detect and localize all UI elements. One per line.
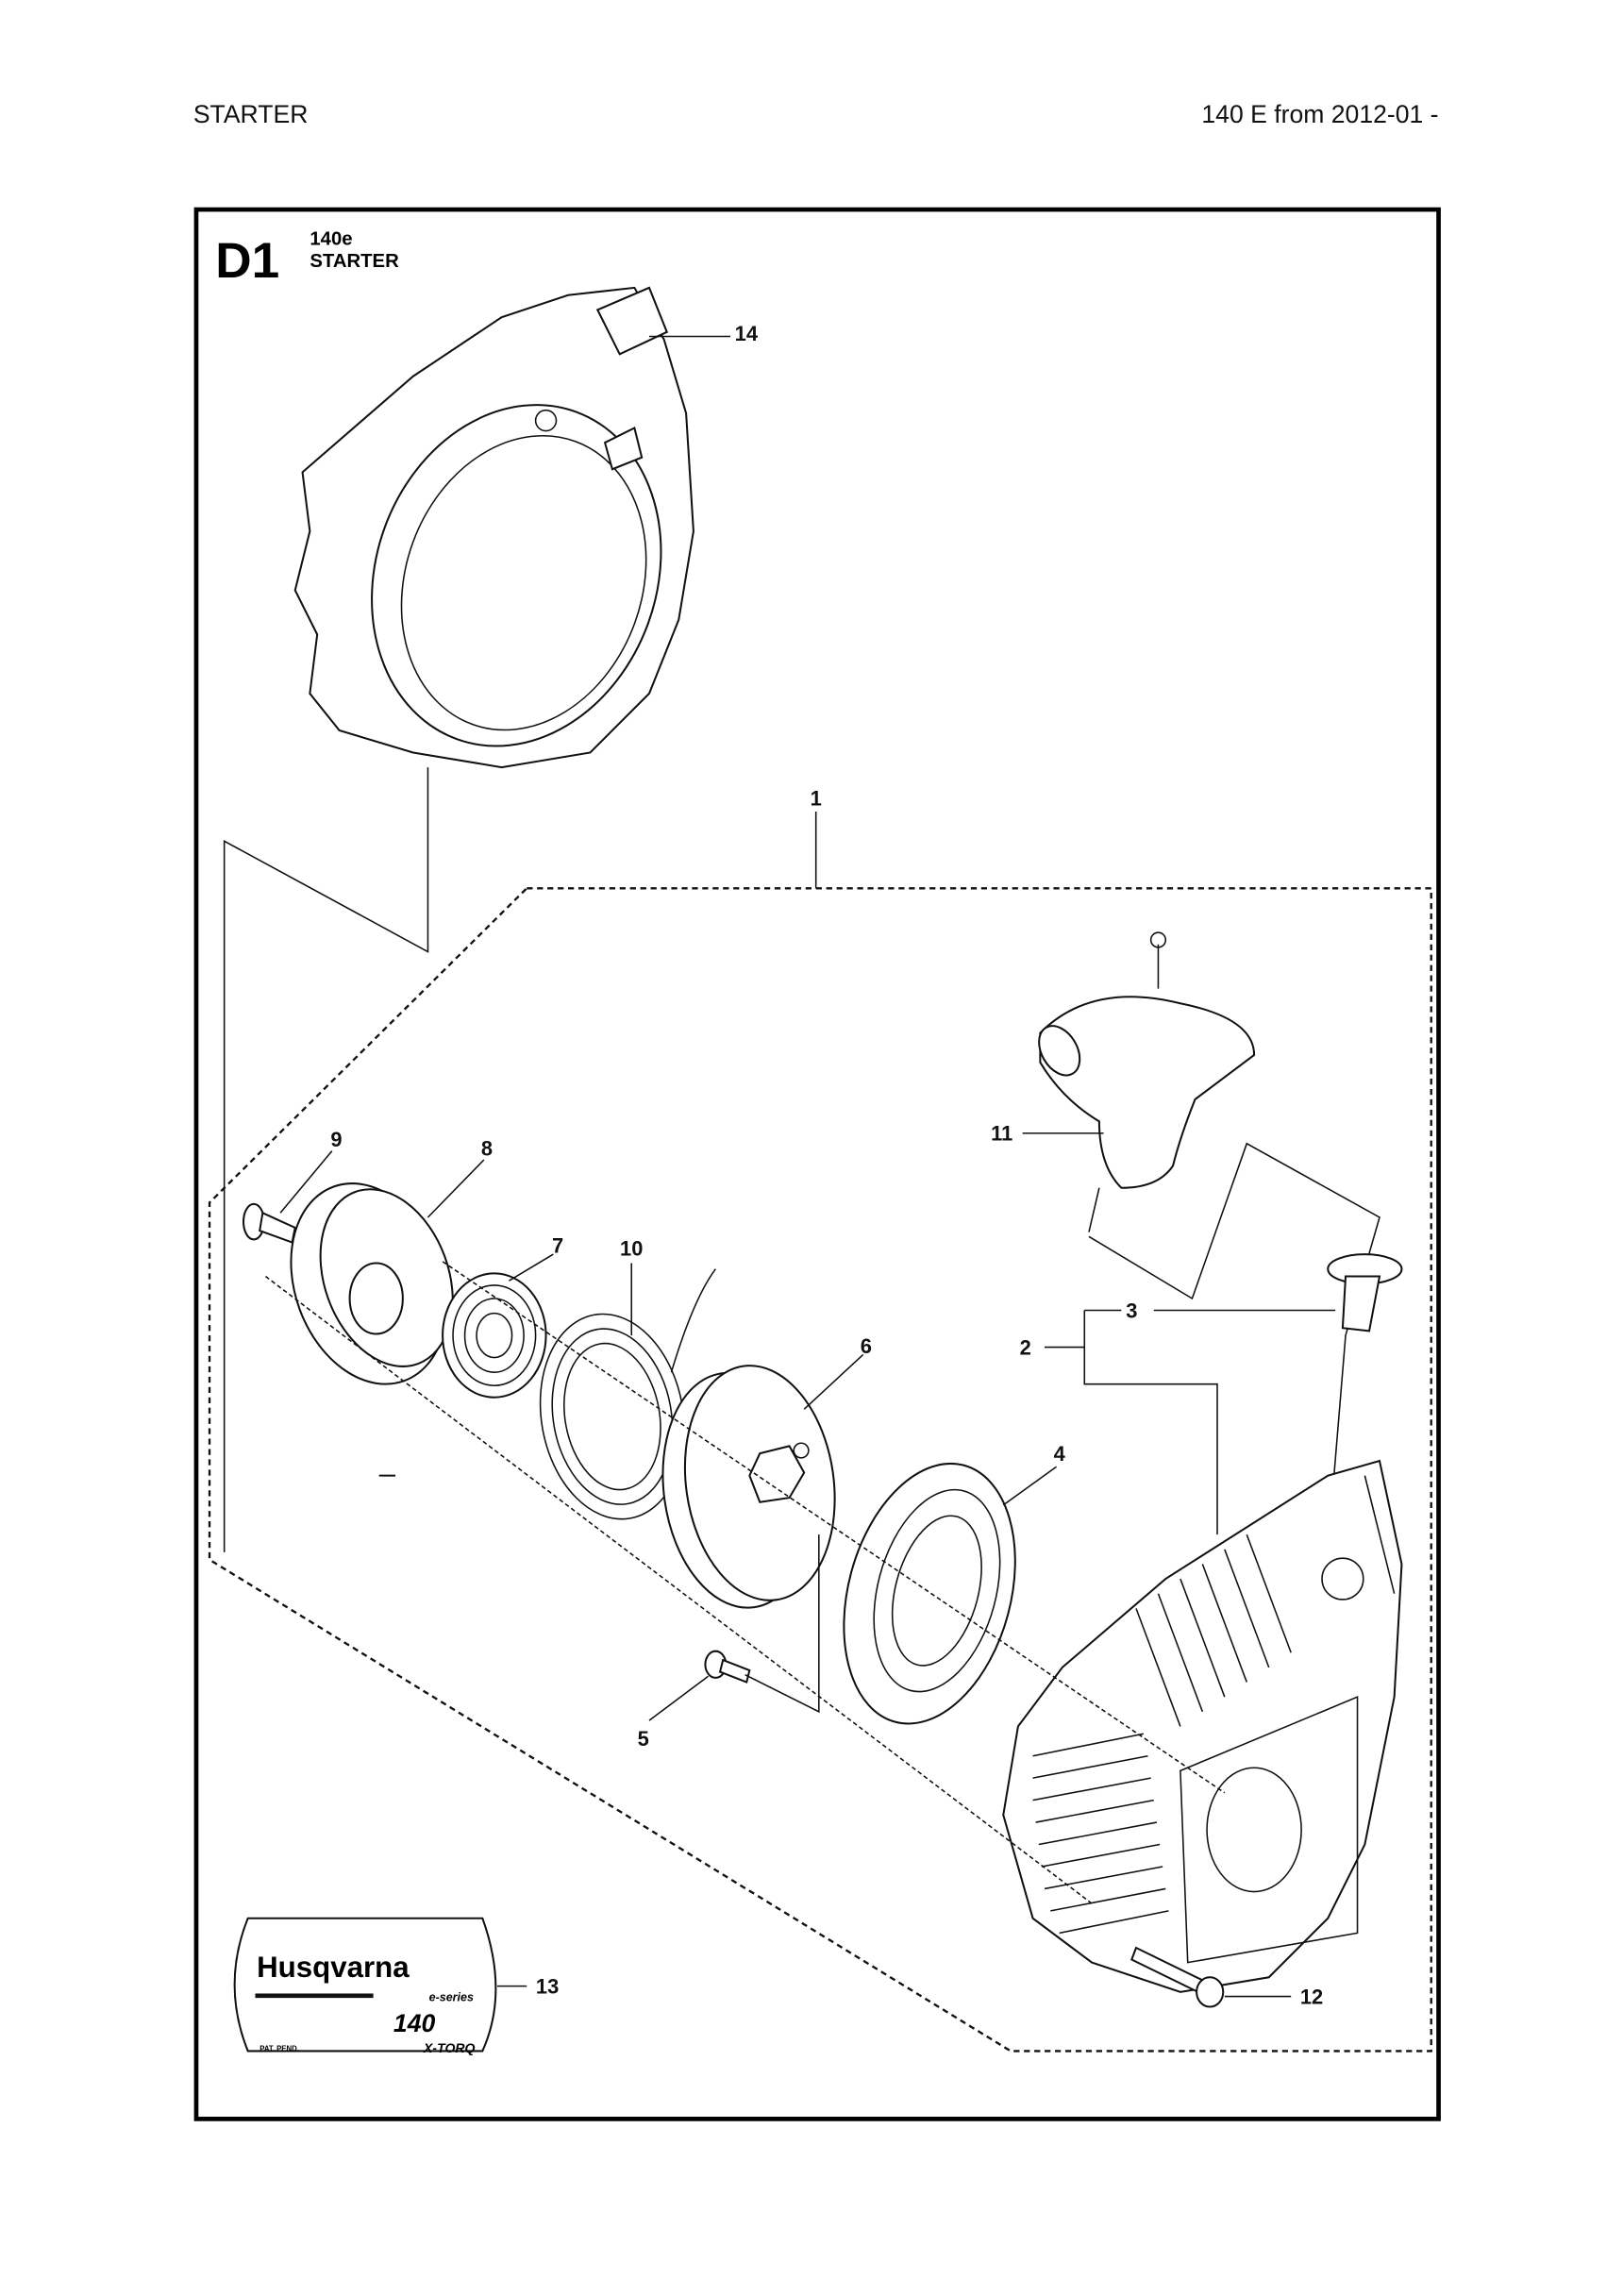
leader-4: [1002, 1466, 1058, 1506]
header-section-title: STARTER: [193, 100, 309, 128]
diagram-frame: [193, 207, 1441, 2121]
leader-8: [427, 1159, 485, 1218]
decal-series: e-series: [429, 1990, 474, 2003]
part-12-screw: [1130, 1946, 1225, 2008]
callout-13: 13: [536, 1974, 559, 1998]
leader-9: [279, 1150, 333, 1214]
part-6-pulley: [661, 1365, 836, 1609]
decal-patent: PAT. PEND.: [259, 2044, 299, 2053]
decal-engine: X-TORQ: [423, 2040, 475, 2055]
callout-11: 11: [991, 1122, 1012, 1146]
part-8-cup: [290, 1182, 454, 1385]
part-14-shroud: [293, 286, 694, 769]
callout-1: 1: [811, 787, 822, 811]
callout-6: 6: [861, 1334, 872, 1358]
callout-10: 10: [620, 1237, 643, 1261]
assembly-axis-lines: [264, 1261, 1226, 1904]
header-model-range: 140 E from 2012-01 -: [1201, 100, 1438, 128]
decal-brand: Husqvarna: [257, 1951, 410, 1984]
part-9-screw: [242, 1202, 296, 1244]
decal-model: 140: [393, 2009, 436, 2037]
diagram-model: 140e: [310, 229, 352, 250]
diagram-code: D1: [215, 233, 279, 289]
part-7-spring: [442, 1272, 547, 1399]
cord-route-line: [1088, 1142, 1380, 1550]
callout-14: 14: [735, 322, 759, 345]
part-13-decal: Husqvarna e-series 140 PAT. PEND. X-TORQ: [233, 1474, 497, 2055]
callout-2: 2: [1020, 1335, 1031, 1359]
callout-5: 5: [638, 1727, 649, 1751]
part-4-recoil-spring: [843, 1462, 1016, 1725]
callout-3: 3: [1126, 1299, 1137, 1322]
part-5-screw: [704, 1534, 820, 1714]
callout-12: 12: [1300, 1985, 1323, 2008]
leader-2: [1045, 1310, 1218, 1535]
part-2-starter-housing: [1002, 1459, 1403, 1993]
assembly-1-boundary: [208, 887, 1432, 2053]
part-3-cord-guide: [1327, 1253, 1403, 1332]
diagram-title: STARTER: [310, 251, 399, 272]
callout-8: 8: [481, 1136, 493, 1160]
leader-5: [648, 1675, 710, 1721]
leader-6: [803, 1353, 864, 1410]
part-11-handle: [1038, 931, 1256, 1232]
callout-4: 4: [1054, 1442, 1066, 1466]
assembly-line-left: [223, 767, 429, 1552]
callout-7: 7: [552, 1234, 563, 1258]
leader-7: [509, 1253, 554, 1282]
callout-9: 9: [330, 1128, 342, 1151]
